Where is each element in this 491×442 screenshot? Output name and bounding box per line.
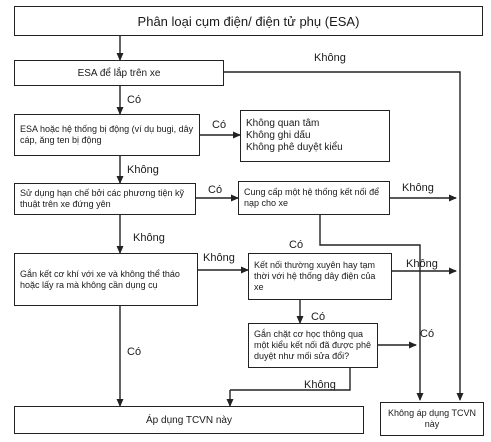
- label-yes-r3: Có: [311, 311, 326, 323]
- label-yes-b1: Có: [127, 94, 142, 106]
- label-no-r4: Không: [304, 379, 336, 391]
- label-no-b1: Không: [314, 52, 346, 64]
- box-wiring-connection: Kết nối thường xuyên hay tạm thời với hệ…: [248, 253, 392, 300]
- box-not-apply-standard: Không áp dụng TCVN này: [380, 402, 484, 436]
- label-no-r3: Không: [406, 258, 438, 270]
- box-apply-standard: Áp dụng TCVN này: [14, 406, 364, 434]
- box-mechanical-mount: Gắn kết cơ khí với xe và không thể tháo …: [14, 253, 198, 306]
- box-esa-mounted: ESA để lắp trên xe: [14, 60, 224, 86]
- label-yes-b4: Có: [127, 346, 142, 358]
- arrow-r2-yes: [319, 215, 424, 401]
- box-approved-connector: Gắn chặt cơ học thông qua một kiểu kết n…: [248, 323, 378, 368]
- arrow-b1-no: [224, 71, 464, 401]
- label-no-r2: Không: [402, 182, 434, 194]
- title-text: Phân loại cụm điện/ điện tử phụ (ESA): [137, 13, 360, 29]
- box-charging-connection: Cung cấp một hệ thống kết nối để nạp cho…: [238, 181, 390, 215]
- label-yes-b3: Có: [208, 184, 223, 196]
- box-no-concern: Không quan tâm Không ghi dấu Không phê d…: [240, 110, 390, 162]
- label-no-b3: Không: [133, 232, 165, 244]
- label-yes-b2: Có: [212, 119, 227, 131]
- box-passive-system: ESA hoặc hệ thống bị động (ví dụ bugi, d…: [14, 114, 200, 156]
- box-limited-use: Sử dụng hạn chế bởi các phương tiện kỹ t…: [14, 183, 196, 215]
- label-no-b4: Không: [203, 252, 235, 264]
- label-yes-r2: Có: [289, 239, 304, 251]
- label-yes-r4: Có: [420, 328, 435, 340]
- arrow-r4-no-path: [230, 368, 351, 391]
- title-box: Phân loại cụm điện/ điện tử phụ (ESA): [14, 6, 483, 36]
- label-no-b2: Không: [127, 164, 159, 176]
